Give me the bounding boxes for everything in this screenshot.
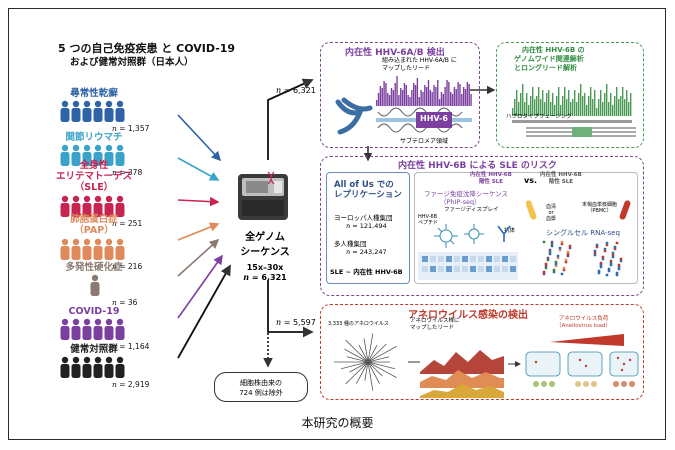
scrna-label: シングルセル RNA-seq bbox=[546, 229, 620, 237]
n-mid: n = 5,597 bbox=[276, 318, 316, 327]
phip-diagram bbox=[418, 224, 518, 280]
arrow-ra bbox=[177, 157, 220, 181]
umap-plots bbox=[542, 240, 623, 277]
antibody-label: 抗体 bbox=[504, 228, 516, 234]
allofus-title: All of Us での レプリケーション bbox=[334, 180, 402, 200]
n-top: n = 6,321 bbox=[276, 86, 316, 95]
people-icon-4 bbox=[90, 274, 100, 296]
hhv6-reads-plot bbox=[335, 76, 472, 135]
panel-hhv6-title: 内在性 HHV-6A/B 検出 bbox=[345, 48, 445, 58]
group-label-2: 全身性 エリテマトーデス （SLE） bbox=[55, 160, 132, 193]
serum-label: 血清 or 血漿 bbox=[546, 204, 557, 222]
flow-to-anello bbox=[267, 280, 314, 338]
panel-gwas bbox=[496, 42, 644, 148]
group-n-4: n = 36 bbox=[112, 298, 138, 307]
anello-reads: アネロウイルス株に マップしたリード bbox=[410, 318, 460, 331]
anello-diagram bbox=[334, 333, 639, 398]
group-n-5: n = 1,164 bbox=[112, 342, 150, 351]
eur-label: ヨーロッパ人種集団 bbox=[334, 214, 393, 222]
anello-load: アネロウイルス負荷 （Anellovirus load） bbox=[556, 316, 611, 329]
flow-to-hhv6 bbox=[267, 78, 314, 160]
phip-title: ファージ免疫沈降シーケンス bbox=[424, 190, 509, 198]
group-n-1: n = 378 bbox=[112, 168, 143, 177]
group-label-3: 肺胞蛋白症 （PAP） bbox=[70, 214, 118, 236]
gwas-title-1: 内在性 HHV-6B の bbox=[522, 46, 585, 54]
gwas-title-2: ゲノムワイド関連解析 bbox=[514, 55, 584, 63]
excluded-note: 細胞株由来の 724 例は除外 bbox=[214, 372, 308, 402]
wgs-label: 全ゲノム シーケンス 15x–30x n = 6,321 bbox=[240, 232, 290, 282]
panel-hhv6-detection bbox=[320, 42, 480, 148]
hhv6-pos-label: 内在性 HHV-6B 陽性 SLE bbox=[470, 172, 512, 185]
anello-species: 3,333 種のアネロウイルス bbox=[328, 321, 389, 327]
pbmc-label: 末梢血単核細胞 （PBMC） bbox=[582, 202, 618, 214]
hhv6-gene-label: HHV-6 bbox=[420, 114, 448, 123]
people-icon-5 bbox=[60, 318, 125, 340]
tube-icons bbox=[526, 200, 631, 220]
group-n-0: n = 1,357 bbox=[112, 124, 150, 133]
panel-anello-title: アネロウイルス感染の検出 bbox=[408, 310, 528, 321]
hhv6-neg-label: 内在性 HHV-6B 陰性 SLE bbox=[540, 172, 582, 185]
arrow-pap bbox=[177, 222, 220, 241]
people-icon-0 bbox=[60, 100, 125, 122]
panel-sle-risk bbox=[320, 156, 644, 296]
people-icon-2 bbox=[60, 195, 125, 217]
allofus-box bbox=[326, 172, 410, 284]
phip-sub: （PhIP-seq） bbox=[440, 198, 481, 206]
telomere-label: サブテロメア領域 bbox=[400, 138, 449, 145]
phage-display: ファージディスプレイ bbox=[444, 207, 499, 213]
cohort-title: 5 つの自己免疫疾患 と COVID-19 bbox=[58, 42, 236, 55]
figure-caption: 本研究の概要 bbox=[301, 416, 374, 430]
phasing-label: ハプロタイプフェージング bbox=[506, 114, 572, 120]
group-label-4: 多発性硬化症 bbox=[65, 262, 123, 273]
group-n-2: n = 251 bbox=[112, 219, 143, 228]
people-icon-1 bbox=[60, 144, 125, 166]
arrow-ms bbox=[177, 238, 220, 277]
people-icon-6 bbox=[60, 356, 125, 378]
figure-frame bbox=[8, 8, 666, 440]
group-n-6: n = 2,919 bbox=[112, 380, 150, 389]
people-icon-3 bbox=[60, 238, 125, 260]
sequencer-icon bbox=[238, 171, 288, 220]
arrow-covid bbox=[177, 254, 223, 319]
vs-label: vs. bbox=[524, 176, 538, 185]
eur-n: n = 121,494 bbox=[346, 222, 387, 230]
group-label-6: 健常対照群 bbox=[70, 344, 118, 355]
gwas-title-3: とロングリード解析 bbox=[514, 64, 577, 72]
hhv6-reads-label: 組み込まれた HHV-6A/B に マップしたリード bbox=[382, 57, 457, 72]
panel-sle-title: 内在性 HHV-6B による SLE のリスク bbox=[398, 161, 557, 171]
group-label-0: 尋常性乾癬 bbox=[70, 88, 118, 99]
gwas-plot bbox=[512, 84, 636, 137]
group-label-1: 関節リウマチ bbox=[65, 132, 123, 143]
multi-label: 多人種集団 bbox=[334, 240, 367, 248]
group-n-3: n = 216 bbox=[112, 262, 143, 271]
panel-anellovirus bbox=[320, 304, 644, 400]
group-label-5: COVID-19 bbox=[68, 306, 120, 317]
peptide-label: HHV-6B ペプチド bbox=[418, 214, 439, 226]
arrow-control bbox=[177, 264, 231, 359]
multi-n: n = 243,247 bbox=[346, 248, 387, 256]
sle-result: SLE ~ 内在性 HHV-6B bbox=[330, 268, 403, 276]
cohort-subtitle: および健常対照群（日本人） bbox=[70, 57, 194, 68]
arrow-sle bbox=[177, 196, 220, 207]
arrow-psoriasis bbox=[177, 114, 222, 162]
